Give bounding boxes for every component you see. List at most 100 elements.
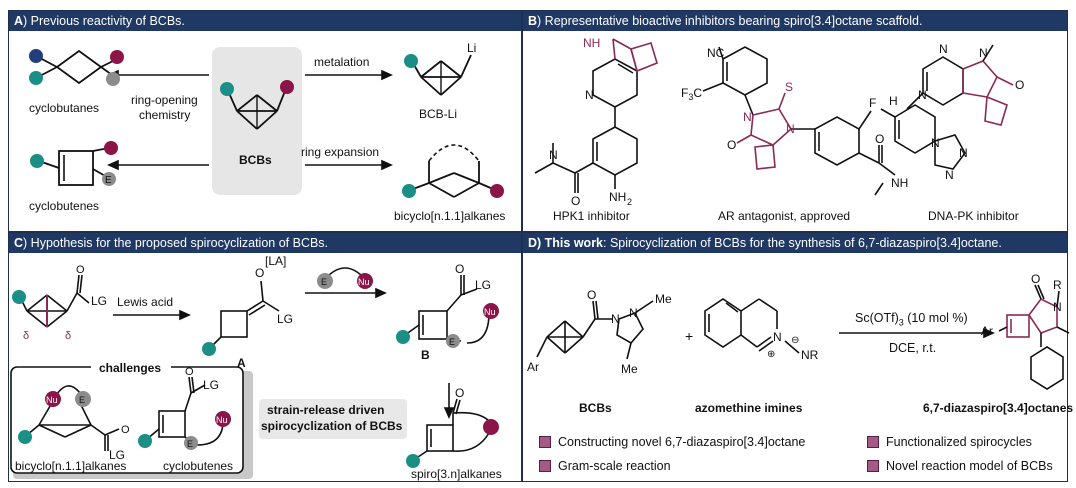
panel-d: D) This work: Spirocyclization of BCBs f… [522,232,1073,482]
svg-text:N: N [611,312,620,326]
condition-solvent: DCE, r.t. [889,341,937,355]
svg-text:B: B [421,348,430,362]
ar-antagonist-structure [702,46,896,196]
panel-b-header: B) Representative bioactive inhibitors b… [523,11,1067,31]
cyclobutanes-label: cyclobutanes [29,101,100,115]
svg-text:[LA]: [LA] [265,254,286,268]
legend-square-icon [867,436,879,448]
bcbs-substrate-label: BCBs [579,401,612,415]
condition-catalyst: Sc(OTf)3 (10 mol %) [855,311,968,328]
svg-text:E: E [321,277,327,287]
svg-text:O: O [255,266,264,280]
svg-text:N: N [629,306,638,320]
svg-text:Ar: Ar [981,324,993,338]
svg-text:E: E [105,175,112,186]
svg-text:δ: δ [65,330,71,342]
svg-text:O: O [1015,78,1024,92]
azomethine-imine-structure [704,298,800,354]
legend-item-functionalized: Functionalized spirocycles [867,435,1032,449]
svg-text:N: N [1053,300,1062,314]
spiro-label: spiro[3.n]alkanes [411,467,502,481]
panel-c: C) Hypothesis for the proposed spirocycl… [8,232,522,482]
panel-b-structures: NH N N O NH 2 NC F3C N [534,36,1024,208]
svg-text:O: O [571,194,580,208]
bicyclo-label: bicyclo[n.1.1]alkanes [394,209,506,223]
cyclobutane-structure [29,49,124,86]
svg-text:NH: NH [609,190,626,204]
strain-release-box [259,399,407,439]
spiro-product [414,398,490,460]
bcb-li-label: BCB-Li [419,107,458,121]
svg-text:N: N [549,148,558,162]
svg-text:2: 2 [627,197,632,207]
cyclobutene-structure: E [30,141,118,186]
svg-text:N: N [959,146,968,160]
svg-text:N: N [585,88,594,102]
svg-text:LG: LG [475,278,491,292]
svg-text:Nu: Nu [484,307,496,317]
bcb-structure [220,80,294,130]
ar-label: AR antagonist, approved [718,209,851,223]
strain-label-1: strain-release driven [267,403,385,417]
svg-text:O: O [76,264,85,276]
svg-text:N: N [979,46,988,60]
hpk1-label: HPK1 inhibitor [553,209,630,223]
cyclobutenes-label: cyclobutenes [29,199,100,213]
li-label: Li [467,41,477,55]
svg-text:F: F [869,96,876,110]
svg-text:Nu: Nu [358,277,370,287]
svg-text:H: H [889,94,898,108]
ring-opening-label-2: chemistry [139,108,191,122]
bicyclo-structure [402,144,504,198]
legend-square-icon [867,460,879,472]
dnapk-label: DNA-PK inhibitor [928,209,1019,223]
svg-text:Me: Me [621,362,638,376]
legend-item-novel-model: Novel reaction model of BCBs [867,459,1053,473]
svg-text:O: O [185,366,194,378]
panel-c-scheme: δ δ O LG O [LA] LG A E Nu [10,254,499,479]
panel-d-scheme: O N N Me Me Ar + N NR ⊕ ⊖ [527,272,1070,390]
hpk1-structure [534,38,658,193]
strain-label-2: spirocyclization of BCBs [261,419,403,433]
panel-d-header: D) This work: Spirocyclization of BCBs f… [523,233,1067,253]
dna-pk-structure [880,44,1014,170]
diazaspiro-product [998,284,1070,390]
panel-a-header: A) Previous reactivity of BCBs. [9,11,521,31]
svg-text:LG: LG [277,312,293,326]
bcb-lg-structure [20,274,90,328]
svg-text:N: N [786,122,795,136]
metalation-label: metalation [314,55,370,69]
bcbs-label: BCBs [239,153,272,167]
legend-item-constructing: Constructing novel 6,7-diazaspiro[3.4]oc… [539,435,805,449]
svg-text:F3C: F3C [681,86,702,102]
svg-text:N: N [939,42,948,56]
bcb-li-structure [404,54,472,96]
svg-text:⊖: ⊖ [791,335,799,346]
svg-text:N: N [945,168,954,182]
svg-text:O: O [1031,272,1040,286]
legend-square-icon [539,460,551,472]
challenges-label: challenges [99,361,162,375]
svg-text:O: O [727,138,736,152]
lewis-acid-label: Lewis acid [117,295,174,309]
panel-c-header: C) Hypothesis for the proposed spirocycl… [9,233,521,253]
svg-text:LG: LG [91,294,107,308]
svg-text:E: E [79,395,85,405]
svg-text:R: R [1053,278,1062,292]
svg-text:+: + [685,328,693,344]
challenge-bicyclo-label: bicyclo[n.1.1]alkanes [15,459,127,473]
svg-text:N: N [743,110,752,124]
svg-text:Ar: Ar [527,360,539,374]
ring-expansion-label: ring expansion [301,145,380,159]
bcb-pyrazole-structure [536,300,654,360]
svg-text:⊕: ⊕ [767,349,775,360]
svg-text:Me: Me [655,292,672,306]
svg-text:E: E [187,439,193,449]
svg-text:N: N [918,88,927,102]
svg-text:O: O [455,262,464,276]
svg-text:O: O [455,386,464,400]
svg-text:N: N [931,136,940,150]
svg-text:LG: LG [203,378,219,392]
svg-text:A: A [237,356,246,370]
svg-text:O: O [121,424,130,436]
